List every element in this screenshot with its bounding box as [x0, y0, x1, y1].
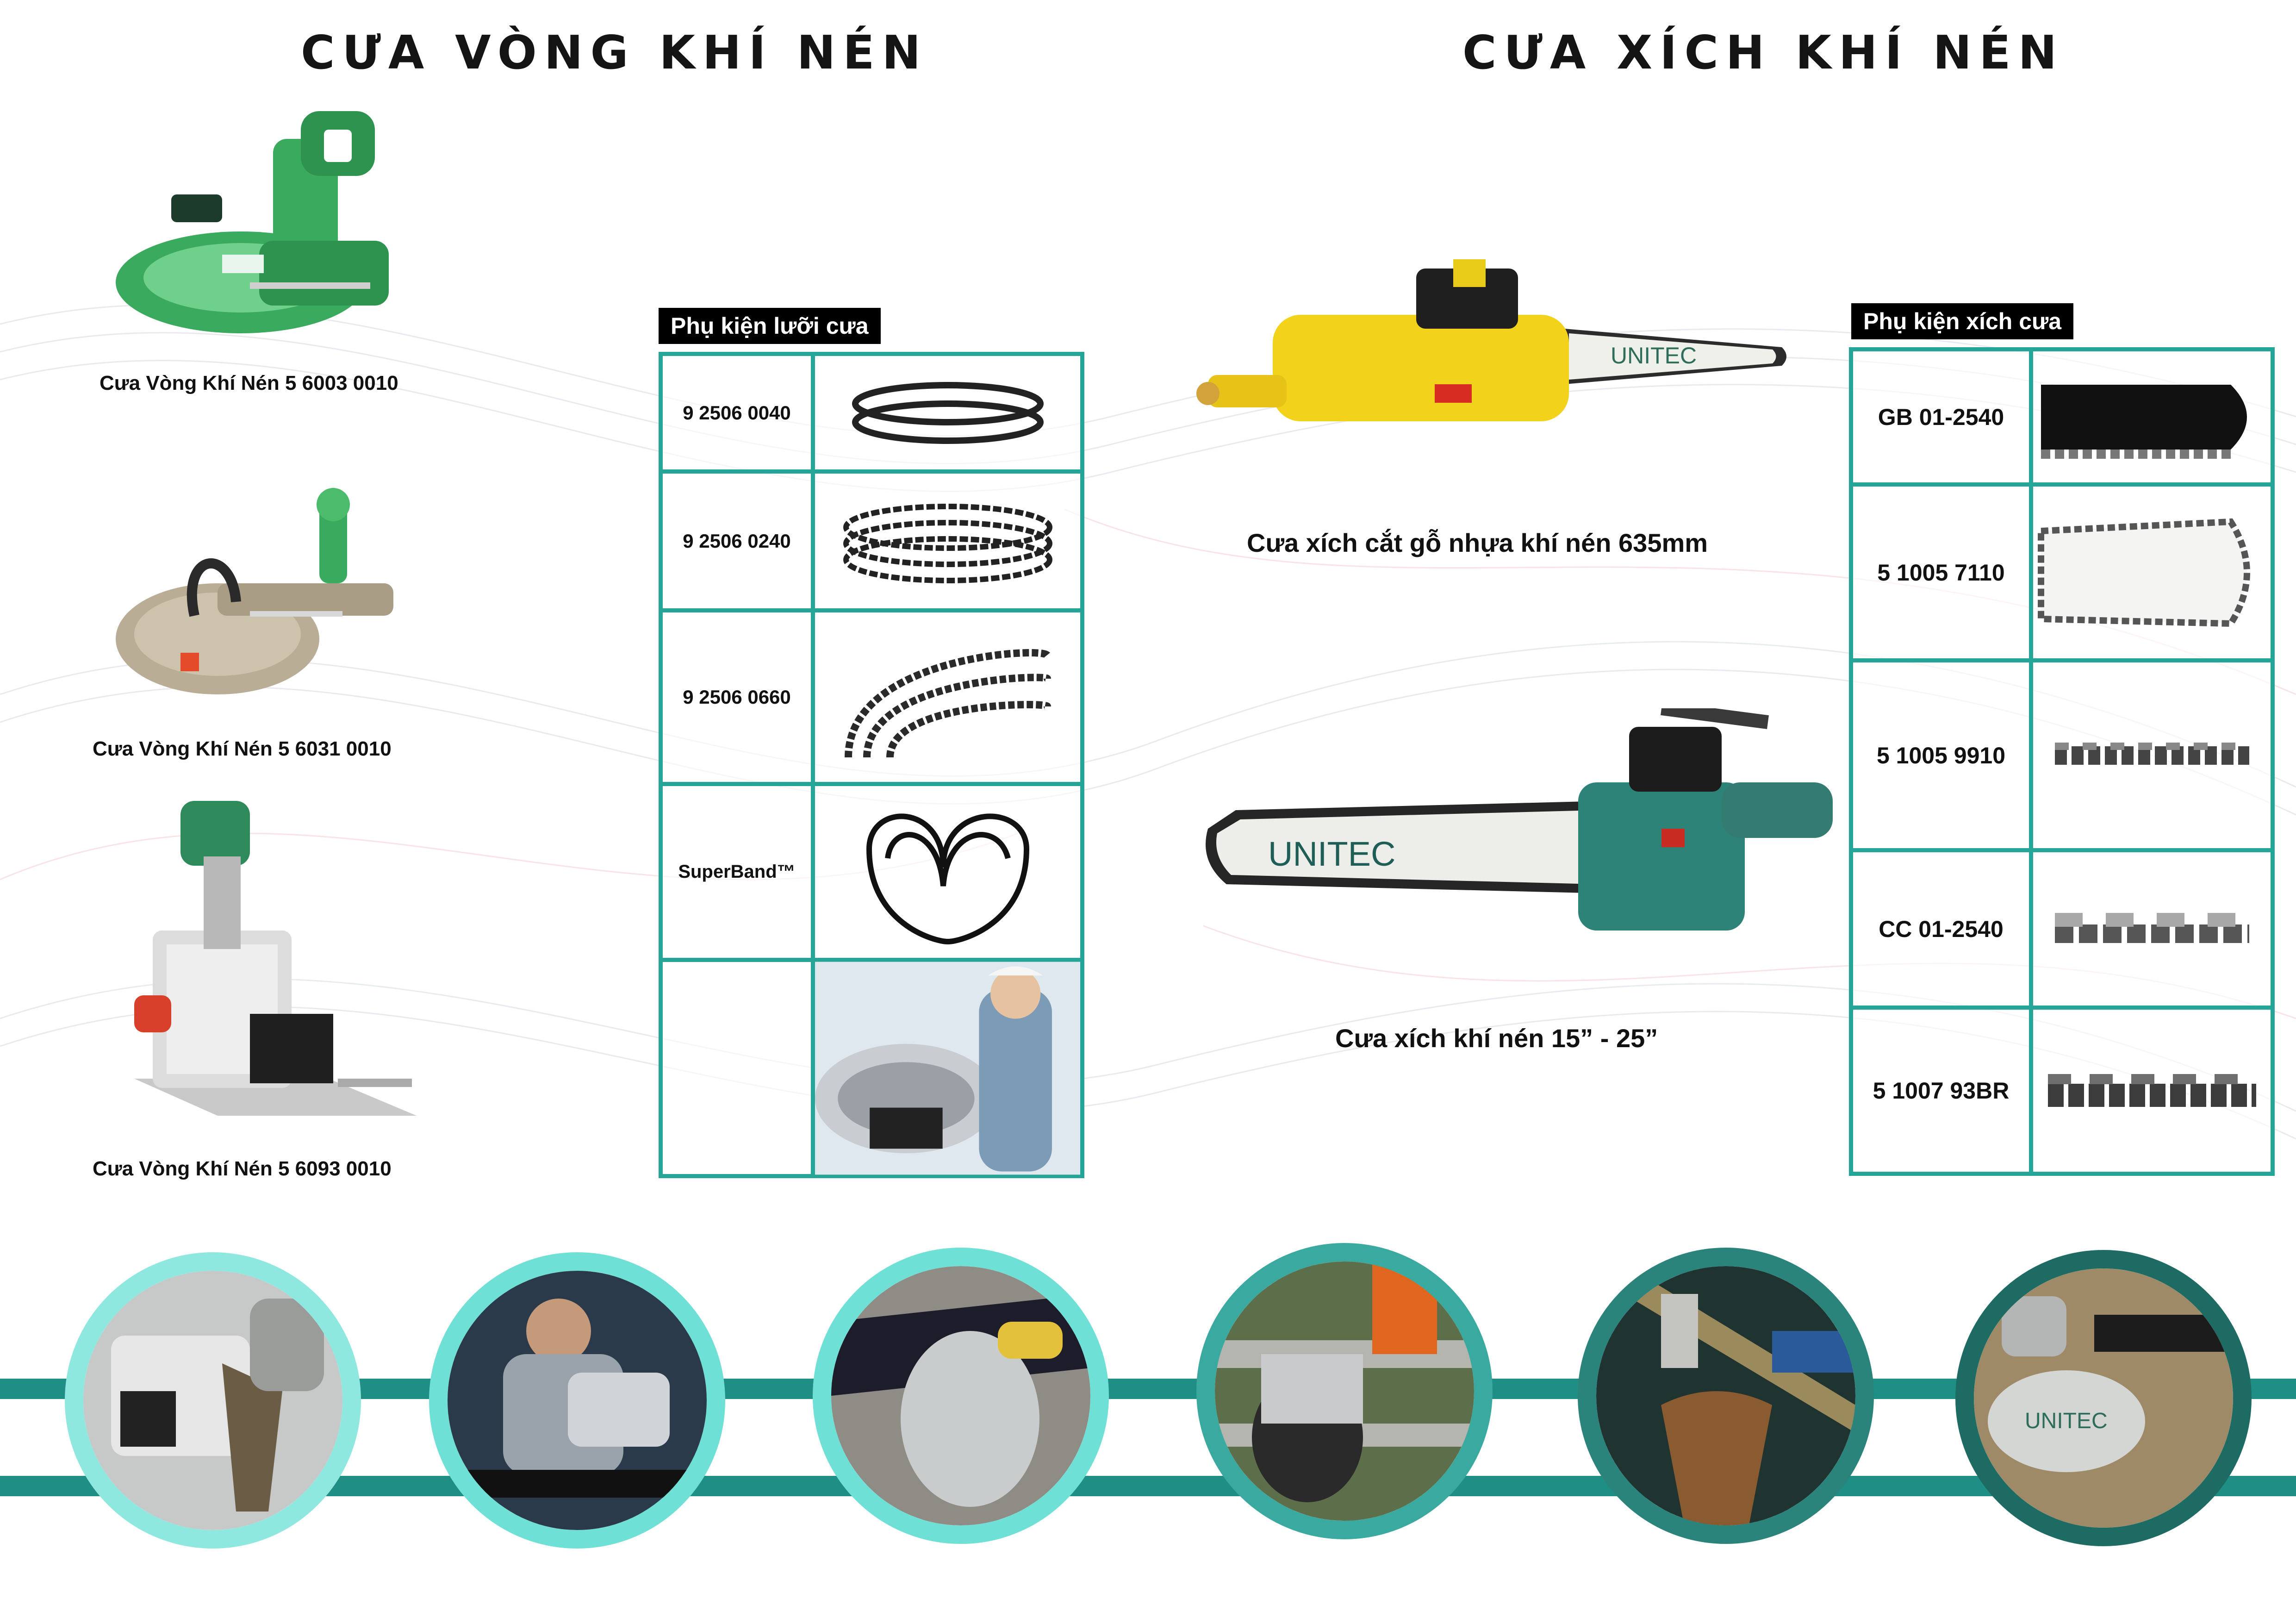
accessory-code: GB 01-2540	[1878, 404, 2004, 430]
accessory-code: SuperBand™	[678, 862, 796, 882]
table-row	[663, 958, 1080, 1174]
blade-accessory-tag: Phụ kiện lưỡi cưa	[659, 308, 881, 344]
saw-chain-icon	[2033, 662, 2271, 848]
superband-blade-icon	[815, 786, 1080, 958]
worker-band-saw-photo	[448, 1271, 707, 1530]
gallery-photo-5	[1578, 1248, 1874, 1544]
band-saw-6031-caption: Cưa Vòng Khí Nén 5 6031 0010	[93, 737, 392, 760]
accessory-code: 5 1005 7110	[1877, 559, 2005, 586]
chain-saw-15-25-image: UNITEC	[1206, 708, 1833, 931]
band-saw-pipe-cut-photo	[1215, 1262, 1474, 1521]
table-row: CC 01-2540	[1853, 848, 2271, 1006]
accessory-code: 5 1005 9910	[1876, 742, 2006, 768]
band-saw-cutting-pipe-photo	[831, 1266, 1090, 1525]
gallery-band-top	[0, 1379, 2296, 1399]
chain-accessory-tag: Phụ kiện xích cưa	[1851, 303, 2074, 339]
chain-saw-635mm-image: UNITEC	[1196, 259, 1786, 421]
band-saw-6003-image	[116, 111, 389, 333]
gallery-photo-6: UNITEC	[1955, 1250, 2252, 1546]
unitec-logo-text: UNITEC	[1268, 835, 1395, 873]
table-row: 9 2506 0660	[663, 608, 1080, 782]
accessory-code: CC 01-2540	[1879, 916, 2004, 942]
table-row: 5 1007 93BR	[1853, 1006, 2271, 1172]
chain-saw-635mm-caption: Cưa xích cắt gỗ nhựa khí nén 635mm	[1247, 528, 1708, 557]
table-row: GB 01-2540	[1853, 351, 2271, 482]
band-saw-blade-icon	[815, 474, 1080, 608]
band-saw-cutting-rail-photo	[83, 1271, 342, 1530]
chain-saw-section-title: CƯA XÍCH KHÍ NÉN	[1462, 25, 2065, 80]
accessory-code: 5 1007 93BR	[1873, 1078, 2010, 1104]
blade-accessory-table: 9 2506 0040 9 2506 0240 9 2506 0660 Supe…	[659, 352, 1084, 1178]
table-row: 5 1005 9910	[1853, 658, 2271, 848]
chain-accessory-table: GB 01-2540 5 1005 7110 5 1005 9910 CC 01…	[1849, 347, 2275, 1176]
band-saw-section-title: CƯA VÒNG KHÍ NÉN	[301, 25, 928, 80]
chain-bar-white-icon	[2033, 487, 2271, 658]
band-saw-6031-image	[116, 488, 393, 694]
saw-chain-icon	[2033, 852, 2271, 1006]
band-saw-6003-caption: Cưa Vòng Khí Nén 5 6003 0010	[100, 372, 398, 394]
unitec-logo-text: UNITEC	[2025, 1409, 2108, 1433]
worker-photo	[815, 962, 1080, 1174]
pipe-cutting-photo	[1596, 1266, 1855, 1525]
accessory-code: 9 2506 0040	[683, 401, 791, 424]
accessory-code: 9 2506 0660	[683, 686, 791, 708]
table-row: SuperBand™	[663, 782, 1080, 958]
gallery-photo-2	[429, 1252, 725, 1549]
gallery-band-bottom	[0, 1476, 2296, 1496]
band-saw-6093-caption: Cưa Vòng Khí Nén 5 6093 0010	[93, 1157, 392, 1180]
band-saw-blade-icon	[815, 356, 1080, 469]
table-row: 9 2506 0240	[663, 469, 1080, 608]
band-saw-blade-icon	[815, 612, 1080, 782]
gallery-photo-1	[65, 1252, 361, 1549]
chain-bar-black-icon	[2033, 351, 2271, 482]
saw-chain-icon	[2033, 1010, 2271, 1172]
gallery-photo-4	[1196, 1243, 1493, 1539]
unitec-logo-text: UNITEC	[1611, 343, 1697, 369]
table-row: 9 2506 0040	[663, 356, 1080, 469]
gallery-photo-3	[813, 1248, 1109, 1544]
accessory-code	[663, 962, 811, 1174]
chain-saw-15-25-caption: Cưa xích khí nén 15” - 25”	[1335, 1024, 1658, 1053]
accessory-code: 9 2506 0240	[683, 530, 791, 552]
chain-saw-cutting-photo: UNITEC	[1974, 1268, 2233, 1528]
band-saw-6093-image	[134, 801, 417, 1116]
table-row: 5 1005 7110	[1853, 482, 2271, 658]
